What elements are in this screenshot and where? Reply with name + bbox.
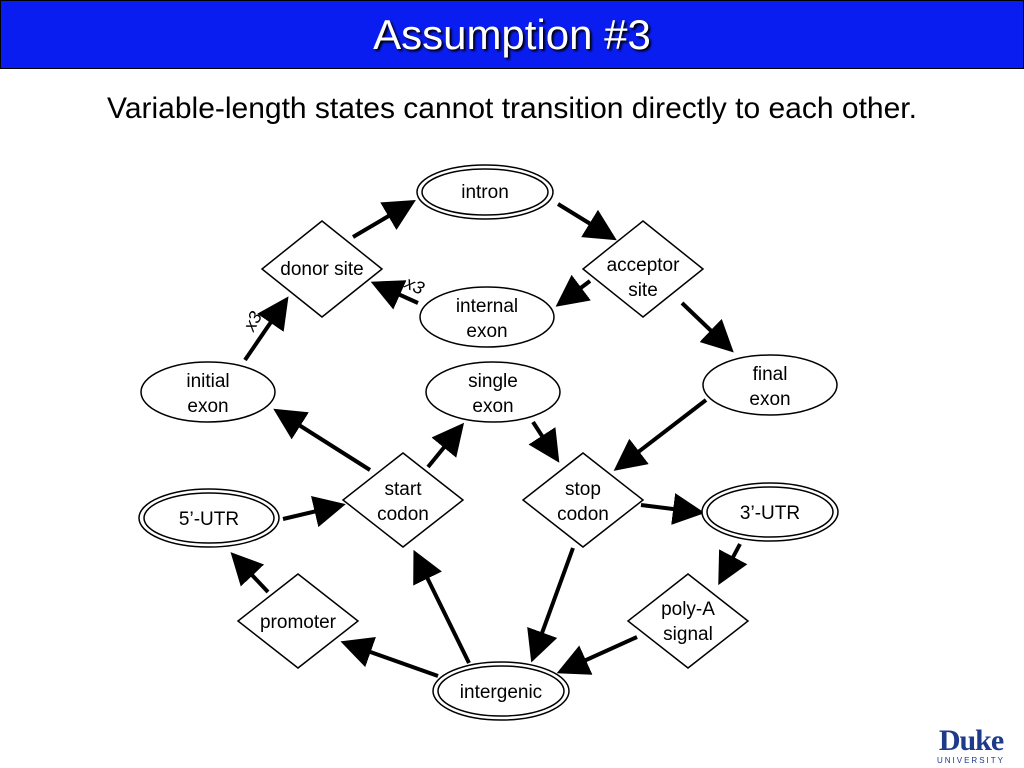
arrow-donor-to-intron: [351, 199, 416, 239]
arrow-stop-to-intergenic: [527, 547, 575, 663]
edge-label-initial-donor: x3: [239, 308, 266, 335]
arrow-promoter-to-utr5: [230, 552, 270, 594]
arrow-polya-to-intergenic: [556, 635, 638, 675]
label-initial-line1: initial: [186, 371, 229, 392]
label-stop-line1: stop: [565, 479, 601, 500]
arrow-intergenic-to-start: [413, 549, 471, 664]
arrow-start-to-single: [426, 422, 465, 469]
duke-logo: Duke UNIVERSITY: [936, 726, 1006, 766]
label-5utr: 5’-UTR: [179, 509, 239, 530]
label-acceptor-line2: site: [628, 280, 658, 301]
logo-sub-text: UNIVERSITY: [936, 756, 1005, 765]
node-stop-codon: [521, 452, 645, 548]
node-polya-signal: [626, 573, 750, 669]
transition-arrows: [230, 199, 748, 678]
label-acceptor-line1: acceptor: [607, 255, 681, 276]
node-acceptor-site: [581, 220, 705, 318]
label-single-line2: exon: [472, 396, 513, 417]
arrow-intron-to-acceptor: [556, 202, 617, 241]
node-start-codon: [341, 452, 465, 548]
label-initial-line2: exon: [187, 396, 228, 417]
arrow-single-to-stop: [528, 420, 560, 463]
arrow-intergenic-to-promoter: [340, 636, 439, 678]
title-bar: Assumption #3: [0, 0, 1024, 69]
label-polya-line2: signal: [663, 624, 713, 645]
label-promoter: promoter: [260, 612, 337, 633]
arrow-final-to-stop: [613, 398, 708, 471]
label-internal-line1: internal: [456, 296, 518, 317]
label-internal-line2: exon: [466, 321, 507, 342]
label-intergenic: intergenic: [460, 682, 542, 703]
label-intron: intron: [461, 182, 509, 203]
logo-main-text: Duke: [938, 724, 1004, 757]
node-final-exon: [702, 354, 838, 416]
arrow-acceptor-to-internal: [555, 274, 592, 307]
node-intron: [416, 164, 554, 220]
arrow-initial-to-donor: [243, 296, 289, 362]
slide-subtitle: Variable-length states cannot transition…: [107, 92, 917, 125]
arrow-acceptor-to-final: [680, 301, 734, 353]
node-internal-exon: [419, 286, 555, 348]
edge-label-internal-donor: x3: [401, 272, 428, 299]
label-single-line1: single: [468, 371, 518, 392]
node-single-exon: [425, 361, 561, 423]
label-final-line1: final: [753, 364, 788, 385]
node-5utr: [138, 488, 280, 548]
label-start-line2: codon: [377, 504, 429, 525]
label-start-line1: start: [385, 479, 423, 500]
node-donor-site: [260, 220, 384, 318]
arrow-utr3-to-polya: [718, 543, 748, 586]
arrow-start-to-initial: [273, 408, 372, 472]
node-intergenic: [432, 661, 570, 721]
arrow-internal-to-donor: [370, 280, 419, 310]
label-stop-line2: codon: [557, 504, 609, 525]
label-3utr: 3’-UTR: [740, 503, 800, 524]
arrow-stop-to-utr3: [640, 493, 705, 525]
arrow-utr5-to-start: [282, 495, 346, 528]
node-promoter: [236, 573, 360, 669]
label-final-line2: exon: [749, 389, 790, 410]
label-donor-site: donor site: [280, 259, 363, 280]
node-initial-exon: [140, 361, 276, 423]
slide-title: Assumption #3: [373, 10, 651, 58]
label-polya-line1: poly-A: [661, 599, 715, 620]
node-3utr: [701, 482, 839, 542]
